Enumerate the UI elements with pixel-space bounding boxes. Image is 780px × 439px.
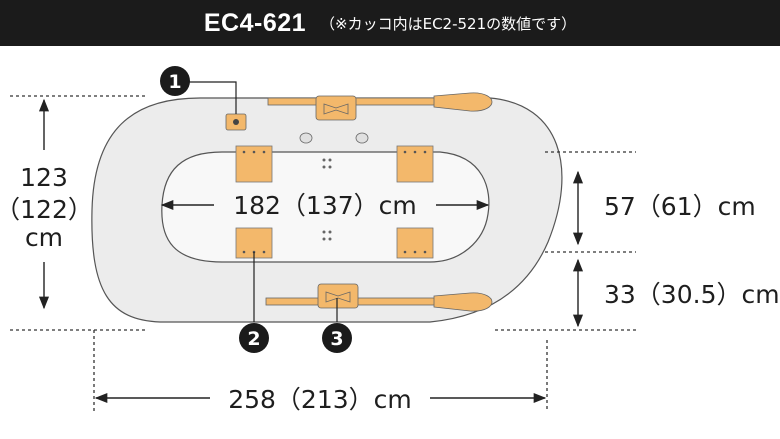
height-unit: cm [25, 223, 63, 252]
model-name: EC4-621 [203, 8, 307, 37]
fitting-right [355, 132, 369, 144]
svg-text:2: 2 [247, 328, 260, 350]
total-length-label: 258（213）cm [228, 385, 412, 414]
tube-width-label: 33（30.5）cm [604, 280, 780, 309]
inner-length-label: 182（137）cm [233, 191, 417, 220]
height-value: 123 [20, 163, 68, 192]
svg-text:3: 3 [330, 328, 343, 350]
callout-1-leader [186, 81, 237, 114]
svg-text:1: 1 [168, 71, 181, 93]
top-oarlock [315, 95, 357, 121]
height-alt-value: （122） [0, 195, 93, 224]
title-bar: EC4-621 （※カッコ内はEC2-521の数値です） [0, 0, 780, 46]
inner-width-label: 57（61）cm [604, 192, 756, 221]
boat-diagram: 1 2 3 123 （122） cm 182（137）cm 57（61）cm 3… [0, 66, 780, 414]
seat-patch-bottom-right [396, 227, 434, 259]
callout-badge-1: 1 [160, 66, 190, 96]
center-strap-holes [322, 158, 332, 241]
model-note: （※カッコ内はEC2-521の数値です） [320, 14, 577, 33]
callout-badge-2: 2 [239, 323, 269, 353]
reference-lines [10, 95, 636, 412]
callout-badge-3: 3 [322, 323, 352, 353]
fitting-left [299, 132, 313, 144]
bottom-oarlock [317, 283, 359, 309]
